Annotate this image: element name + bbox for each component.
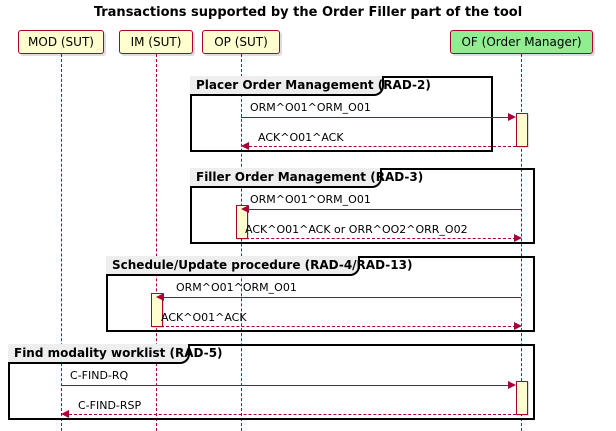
participant-op[interactable]: OP (SUT): [202, 30, 280, 54]
message-arrow-8: [69, 414, 516, 415]
message-arrowhead-6: [514, 322, 522, 330]
activation-of-1: [516, 113, 528, 147]
message-arrowhead-5: [156, 293, 164, 301]
group-find-modality-worklist: [8, 344, 535, 420]
message-label-2: ACK^O01^ACK: [258, 131, 344, 144]
group-filler-order-management-header: Filler Order Management (RAD-3): [190, 168, 423, 188]
group-placer-order-management-header: Placer Order Management (RAD-2): [190, 76, 431, 96]
message-arrow-3: [249, 209, 521, 210]
message-arrow-5: [164, 297, 521, 298]
lifeline-mod: [61, 54, 62, 431]
participant-of[interactable]: OF (Order Manager): [450, 30, 593, 54]
message-arrowhead-7: [508, 381, 516, 389]
message-arrowhead-4: [514, 234, 522, 242]
group-schedule-update-procedure-label: Schedule/Update procedure (RAD-4/RAD-13): [112, 258, 413, 272]
group-find-modality-worklist-label: Find modality worklist (RAD-5): [14, 346, 223, 360]
message-arrow-4: [246, 238, 516, 239]
activation-of-2: [516, 381, 528, 415]
message-arrowhead-1: [508, 113, 516, 121]
message-arrowhead-2: [241, 142, 249, 150]
group-schedule-update-procedure-header: Schedule/Update procedure (RAD-4/RAD-13): [106, 256, 412, 276]
diagram-title: Transactions supported by the Order Fill…: [93, 5, 523, 20]
participant-im-label: IM (SUT): [130, 35, 182, 49]
message-label-6: ACK^O01^ACK: [161, 311, 247, 324]
group-filler-order-management-label: Filler Order Management (RAD-3): [196, 170, 424, 184]
message-arrow-1: [241, 117, 508, 118]
message-label-7: C-FIND-RQ: [70, 369, 129, 382]
participant-of-label: OF (Order Manager): [461, 35, 582, 49]
message-arrowhead-8: [61, 410, 69, 418]
message-label-4: ACK^O01^ACK or ORR^OO2^ORR_O02: [245, 223, 468, 236]
message-label-3: ORM^O01^ORM_O01: [250, 193, 371, 206]
message-label-1: ORM^O01^ORM_O01: [250, 101, 371, 114]
message-arrow-2: [249, 146, 516, 147]
group-find-modality-worklist-header: Find modality worklist (RAD-5): [8, 344, 223, 364]
message-label-8: C-FIND-RSP: [78, 399, 142, 412]
participant-mod-label: MOD (SUT): [28, 35, 94, 49]
message-arrowhead-3: [241, 205, 249, 213]
group-placer-order-management-label: Placer Order Management (RAD-2): [196, 78, 431, 92]
participant-op-label: OP (SUT): [214, 35, 268, 49]
message-label-5: ORM^O01^ORM_O01: [176, 281, 297, 294]
participant-im[interactable]: IM (SUT): [119, 30, 193, 54]
message-arrow-7: [61, 385, 508, 386]
message-arrow-6: [161, 326, 516, 327]
lifeline-im: [156, 54, 157, 431]
participant-mod[interactable]: MOD (SUT): [18, 30, 104, 54]
